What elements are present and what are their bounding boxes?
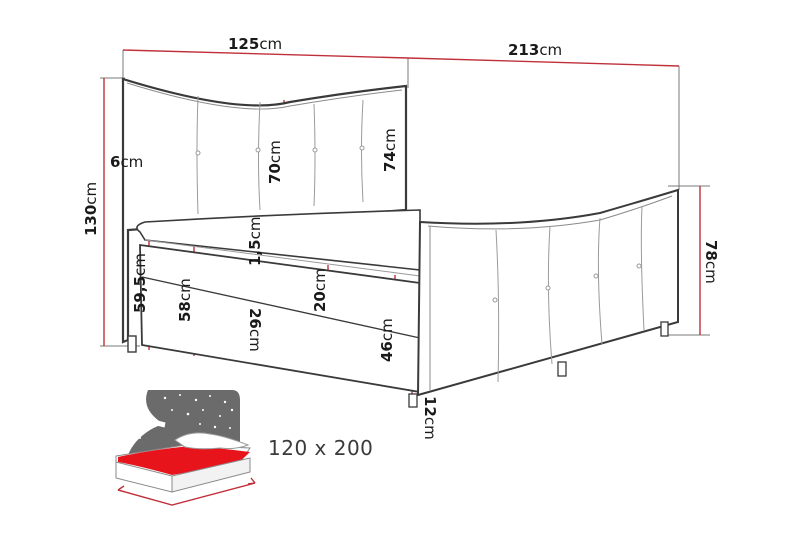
dim-headboard-edge-label: 6cm [110, 155, 143, 170]
dim-value: 58 [176, 301, 194, 322]
dim-headboard-center-label: 70cm [266, 140, 284, 184]
dim-value: 125 [228, 35, 260, 53]
dim-value: 130 [82, 204, 100, 236]
dim-headboard-side-label: 74cm [381, 128, 399, 172]
dim-value: 26 [246, 308, 264, 329]
dim-width-label: 125cm [228, 37, 282, 52]
dim-value: 74 [381, 151, 399, 172]
dim-unit: cm [311, 268, 329, 292]
dim-value: 78 [702, 240, 720, 261]
dim-topper-label: 1,5cm [246, 216, 264, 266]
dim-unit: cm [131, 253, 149, 276]
dim-value: 20 [311, 291, 329, 312]
mattress-size-label: 120 x 200 [268, 436, 374, 460]
footboard-tufting [495, 205, 645, 383]
dim-unit: cm [266, 140, 284, 164]
dim-unit: cm [381, 128, 399, 152]
headboard-buttons [195, 145, 365, 156]
headboard-leg [127, 335, 137, 353]
dim-unit: cm [176, 278, 194, 302]
mattress-size-icon [115, 390, 256, 506]
dim-mattress-label: 20cm [311, 268, 329, 312]
extension-lines [100, 50, 710, 347]
dim-total-height-label: 130cm [82, 181, 100, 236]
dim-unit: cm [246, 216, 264, 240]
dim-value: 59,5 [131, 275, 149, 313]
dim-unit: cm [539, 41, 563, 59]
headboard [121, 77, 408, 344]
dim-unit: cm [702, 260, 720, 284]
dim-footboard-inner-label: 46cm [378, 318, 396, 362]
dim-value: 12 [421, 396, 439, 417]
dim-unit: cm [421, 416, 439, 440]
dim-length-label: 213cm [508, 43, 562, 58]
dim-leg-label: 12cm [421, 396, 439, 440]
dim-unit: cm [378, 318, 396, 342]
mattress [136, 209, 421, 277]
dim-value: 46 [378, 341, 396, 362]
footboard-buttons [492, 263, 642, 303]
dim-unit: cm [82, 181, 100, 205]
dim-value: 1,5 [246, 239, 264, 266]
dim-value: 6 [110, 153, 121, 171]
dim-unit: cm [246, 328, 264, 352]
dim-unit: cm [120, 153, 144, 171]
dim-value: 213 [508, 41, 540, 59]
dim-base-height-label: 58cm [176, 278, 194, 322]
footboard-legs [408, 321, 669, 408]
dim-footboard-height-label: 78cm [702, 240, 720, 284]
dim-unit: cm [259, 35, 283, 53]
dim-side-height-label: 59,5cm [131, 253, 149, 313]
dim-box-lower-label: 26cm [246, 308, 264, 352]
dim-value: 70 [266, 163, 284, 184]
